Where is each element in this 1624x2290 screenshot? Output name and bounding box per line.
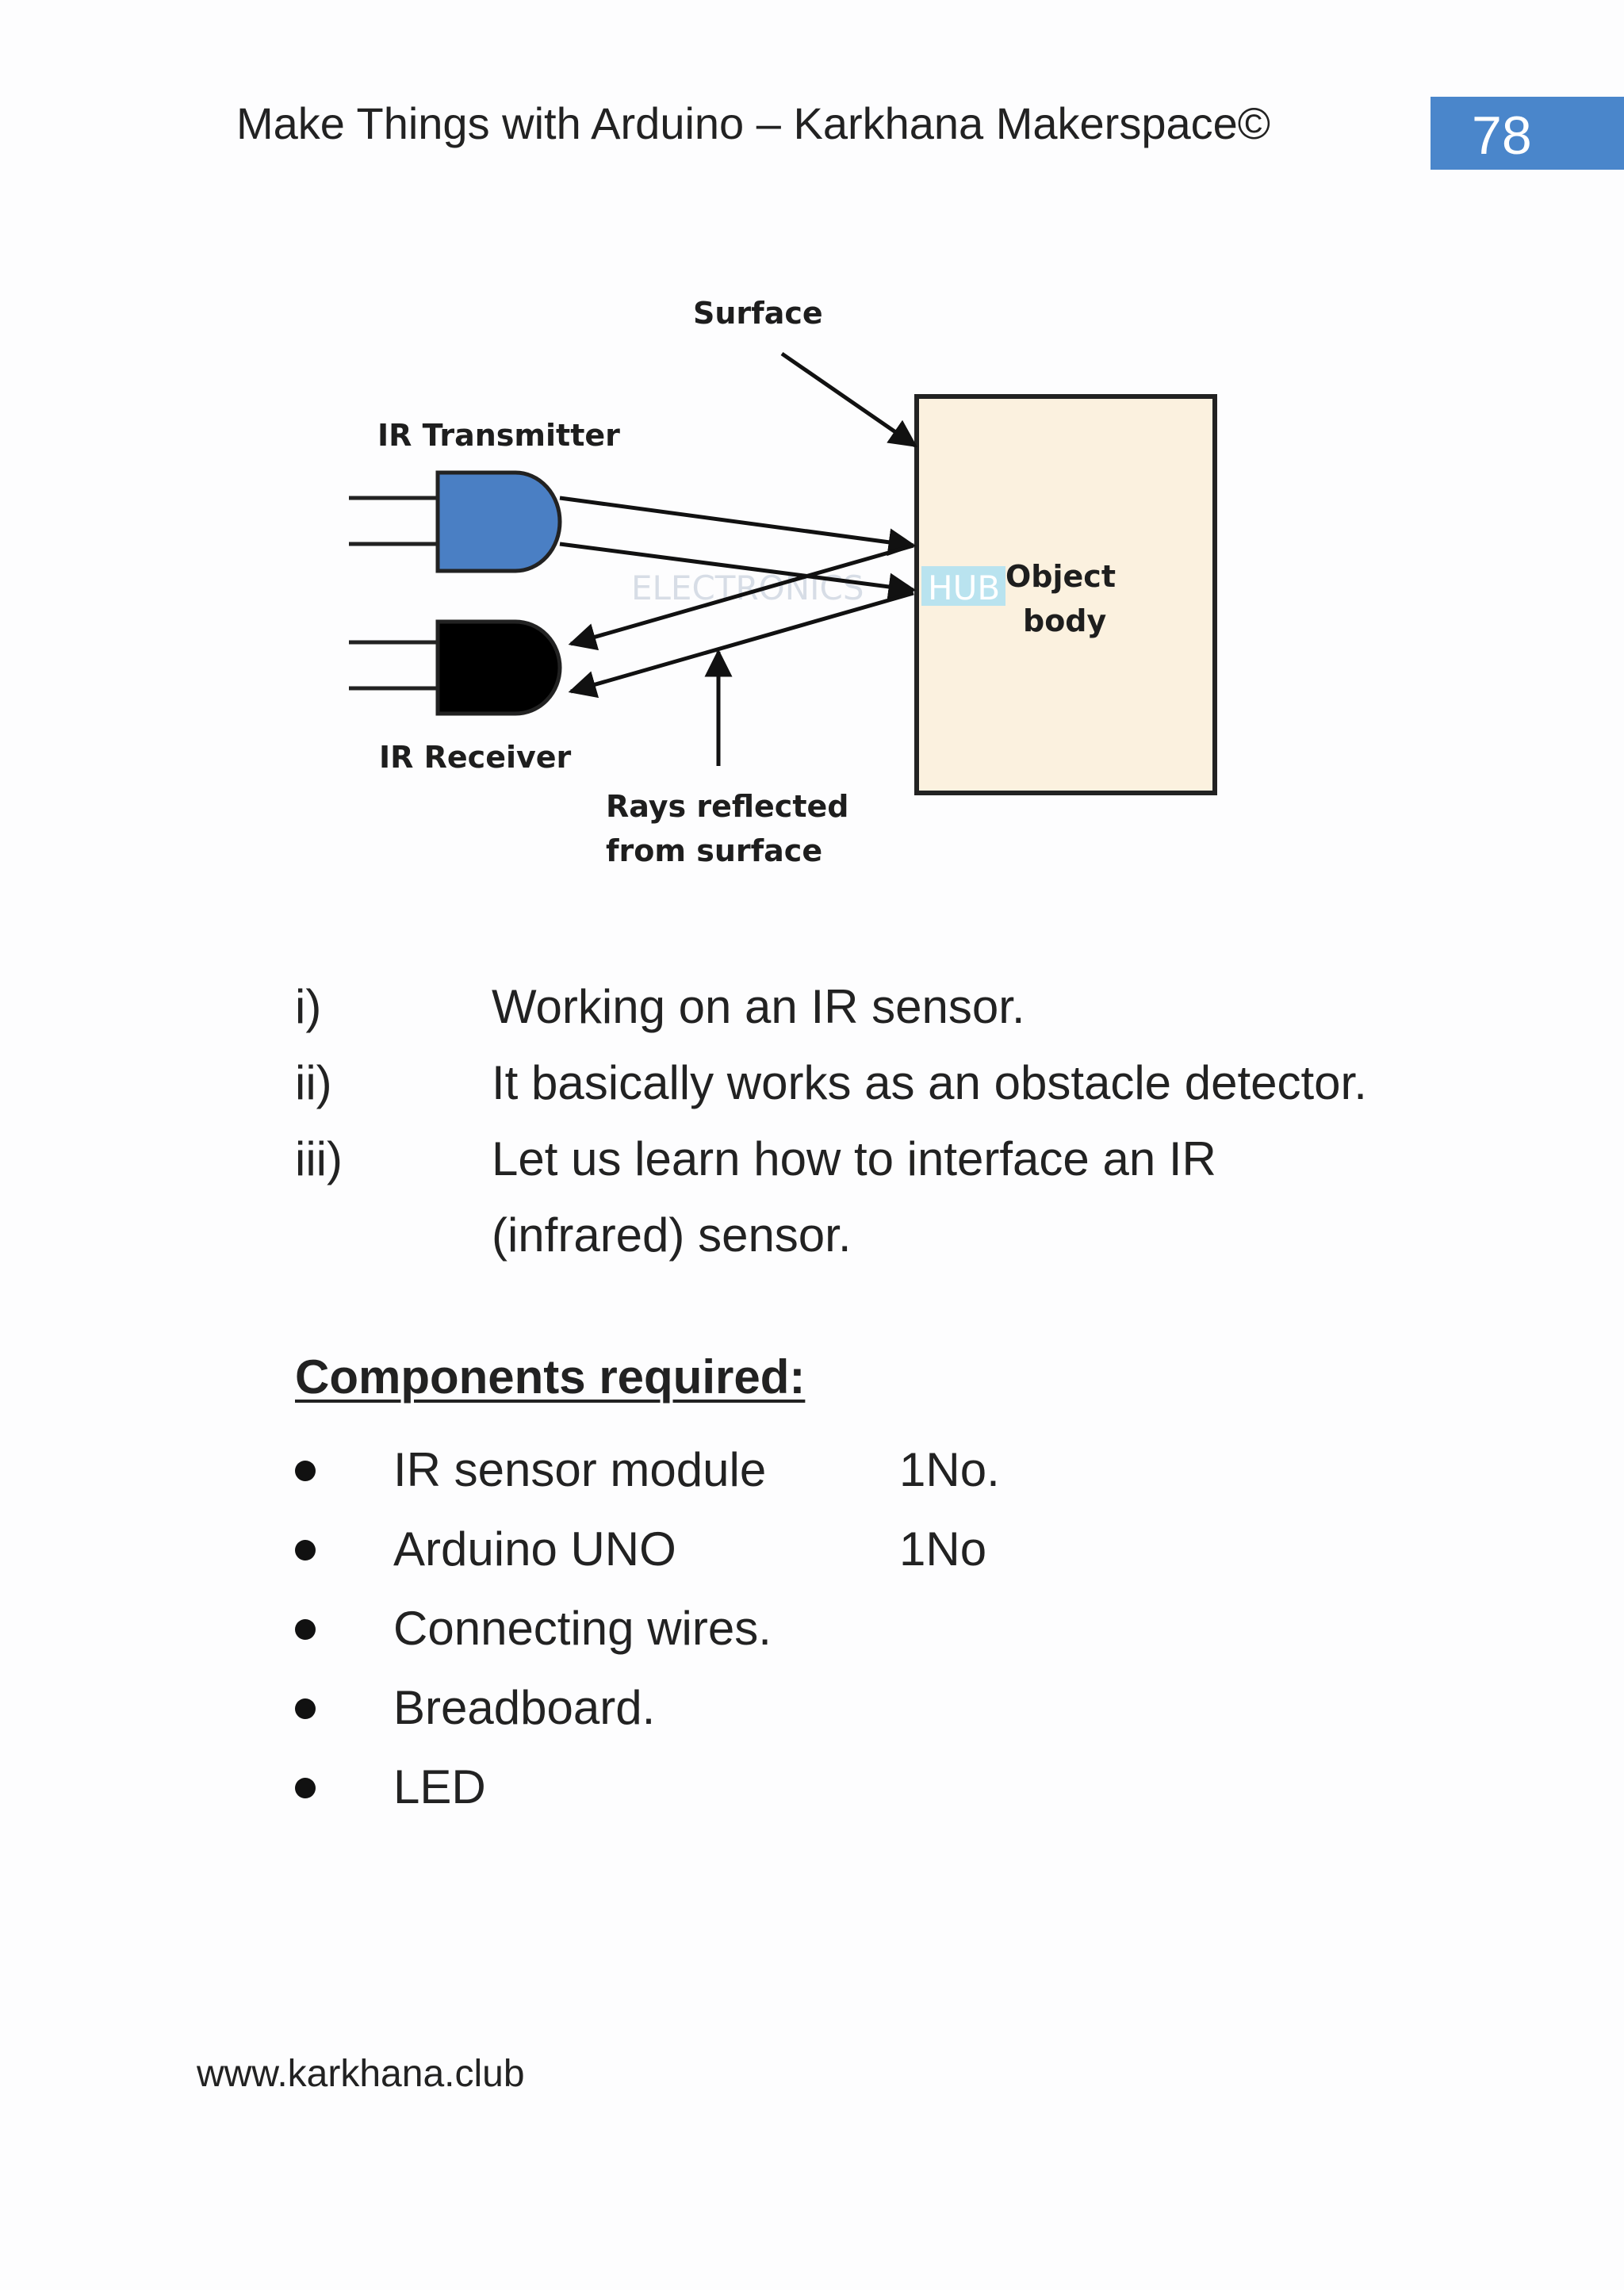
emitted-ray-lower bbox=[559, 542, 917, 601]
object-body-label-line1: Object bbox=[1005, 559, 1116, 594]
step-text: Let us learn how to interface an IR (inf… bbox=[492, 1132, 1216, 1262]
step-number: i) bbox=[295, 980, 322, 1033]
bullet-icon bbox=[295, 1778, 316, 1798]
ir-transmitter-shape bbox=[349, 470, 562, 573]
reflected-ray-upper bbox=[568, 543, 914, 651]
component-item: Connecting wires. bbox=[0, 1589, 1624, 1668]
header-title: Make Things with Arduino – Karkhana Make… bbox=[236, 98, 1271, 148]
component-name: Connecting wires. bbox=[393, 1602, 772, 1655]
component-name: Breadboard. bbox=[393, 1681, 656, 1734]
page-number: 78 bbox=[1472, 105, 1532, 166]
step-number: iii) bbox=[295, 1132, 343, 1185]
step-number: ii) bbox=[295, 1056, 332, 1109]
watermark-tag bbox=[921, 566, 1005, 606]
surface-label: Surface bbox=[693, 296, 823, 331]
bullet-icon bbox=[295, 1461, 316, 1481]
component-item: IR sensor module 1No. bbox=[0, 1430, 1624, 1510]
component-name: LED bbox=[393, 1760, 486, 1813]
component-quantity: 1No bbox=[899, 1522, 987, 1576]
page-number-badge: 78 bbox=[1431, 97, 1624, 170]
step-text: Working on an IR sensor. bbox=[492, 980, 1025, 1033]
ir-receiver-label: IR Receiver bbox=[379, 740, 572, 775]
ir-receiver-shape bbox=[349, 619, 562, 716]
bullet-icon bbox=[295, 1619, 316, 1640]
watermark-right: HUB bbox=[928, 569, 1000, 607]
component-item: Breadboard. bbox=[0, 1668, 1624, 1748]
reflected-ray-lower bbox=[568, 591, 914, 699]
component-name: IR sensor module bbox=[393, 1443, 767, 1496]
footer-url: www.karkhana.club bbox=[197, 2053, 525, 2095]
surface-pointer-arrow bbox=[780, 351, 917, 448]
watermark-left: ELECTRONICS bbox=[631, 569, 864, 607]
step-text: It basically works as an obstacle detect… bbox=[492, 1056, 1367, 1109]
rays-reflected-label-line1: Rays reflected bbox=[606, 789, 848, 824]
component-name: Arduino UNO bbox=[393, 1522, 676, 1576]
components-heading: Components required: bbox=[295, 1350, 806, 1403]
ir-sensor-diagram: ELECTRONICS HUB Surface IR Transmitter I… bbox=[349, 296, 1217, 868]
component-item: Arduino UNO 1No bbox=[0, 1510, 1624, 1589]
component-quantity: 1No. bbox=[899, 1443, 1000, 1496]
bullet-icon bbox=[295, 1698, 316, 1719]
object-body-label-line2: body bbox=[1023, 603, 1107, 638]
component-item: LED bbox=[0, 1748, 1624, 1827]
rays-reflected-label-line2: from surface bbox=[606, 833, 822, 868]
ir-transmitter-label: IR Transmitter bbox=[377, 418, 620, 453]
emitted-ray-upper bbox=[559, 496, 917, 557]
bullet-icon bbox=[295, 1540, 316, 1560]
